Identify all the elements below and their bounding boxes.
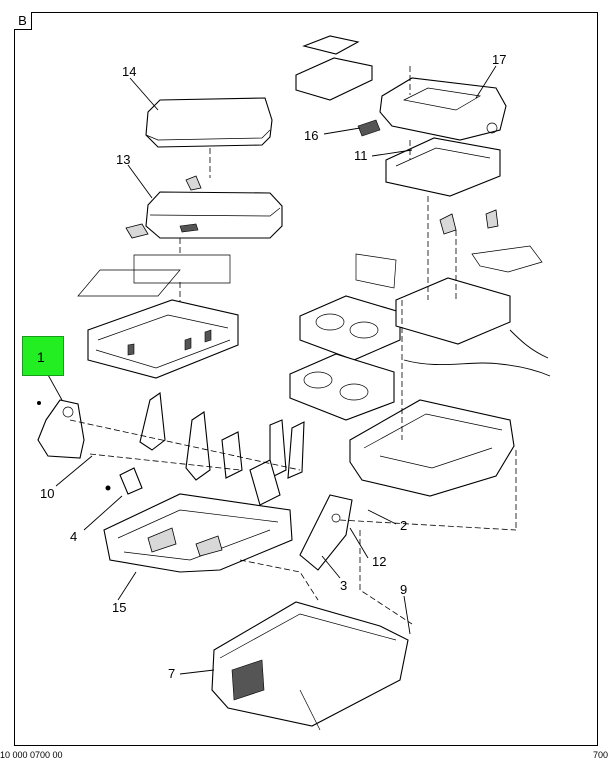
leader-17 xyxy=(475,65,497,99)
part-7-housing xyxy=(211,601,409,731)
callout-3[interactable]: 3 xyxy=(340,578,347,593)
callout-14[interactable]: 14 xyxy=(122,64,136,79)
part-16-latch xyxy=(357,119,381,137)
callout-17[interactable]: 17 xyxy=(492,52,506,67)
part-15-base-frame xyxy=(103,493,293,573)
part-1-side-panel xyxy=(37,399,85,459)
callout-2[interactable]: 2 xyxy=(400,518,407,533)
leader-15 xyxy=(117,571,137,601)
wire-harness-2 xyxy=(509,329,549,359)
callout-12[interactable]: 12 xyxy=(372,554,386,569)
pad-lower xyxy=(77,269,181,297)
leader-14 xyxy=(129,77,159,111)
leader-9 xyxy=(403,595,411,635)
part-13-cushion-pad xyxy=(125,175,283,239)
leader-12 xyxy=(349,527,369,559)
console-bin-upper xyxy=(395,277,511,345)
pad-upper xyxy=(133,254,231,284)
footer-drawing-number: 10 000 0700 00 xyxy=(0,750,63,760)
callout-16[interactable]: 16 xyxy=(304,128,318,143)
callout-15[interactable]: 15 xyxy=(112,600,126,615)
leader-11 xyxy=(371,149,413,157)
callout-1-highlight[interactable]: 1 xyxy=(22,336,64,376)
gasket-right xyxy=(471,245,543,273)
console-base xyxy=(349,399,515,497)
cup-holder-lower xyxy=(289,353,395,421)
callout-10[interactable]: 10 xyxy=(40,486,54,501)
leader-3 xyxy=(321,555,341,579)
gasket-left xyxy=(355,253,397,289)
footer-page-number: 700 xyxy=(592,750,608,760)
callout-4[interactable]: 4 xyxy=(70,529,77,544)
storage-tray xyxy=(87,299,239,379)
part-14-cushion-cover xyxy=(145,97,273,148)
seat-frame-brackets xyxy=(139,392,305,506)
cup-holder-upper xyxy=(299,295,401,361)
lid-pad xyxy=(295,35,373,101)
console-plate xyxy=(385,137,501,197)
leader-2 xyxy=(367,509,397,525)
callout-13[interactable]: 13 xyxy=(116,152,130,167)
small-connectors xyxy=(439,209,499,235)
leader-7 xyxy=(179,669,215,675)
callout-11[interactable]: 11 xyxy=(354,148,368,163)
leader-16 xyxy=(323,127,361,135)
view-label: B xyxy=(14,12,32,30)
callout-1: 1 xyxy=(37,349,45,365)
part-12-plate xyxy=(299,494,353,571)
callout-9[interactable]: 9 xyxy=(400,582,407,597)
part-17-console-lid xyxy=(379,77,507,141)
leader-13 xyxy=(127,164,153,199)
diagram-frame xyxy=(14,12,598,746)
part-4-buckle xyxy=(105,467,143,495)
leader-10 xyxy=(55,455,93,487)
leader-4 xyxy=(83,495,123,531)
callout-7[interactable]: 7 xyxy=(168,666,175,681)
wire-harness xyxy=(403,359,551,377)
